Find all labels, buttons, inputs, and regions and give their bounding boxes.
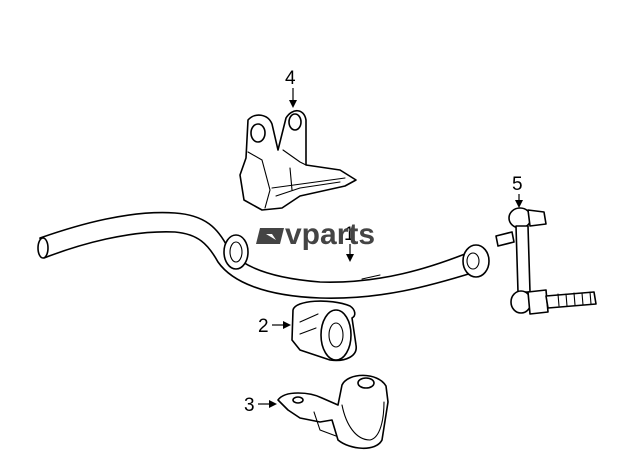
- stabilizer-link: [495, 207, 597, 315]
- bushing-bracket: [277, 374, 389, 450]
- callout-5: 5: [512, 174, 523, 208]
- callout-1-label: 1: [344, 224, 355, 245]
- callout-2-label: 2: [258, 316, 269, 337]
- callout-4: 4: [285, 68, 297, 108]
- watermark: vparts: [256, 218, 375, 251]
- bushing: [291, 300, 357, 362]
- callout-2: 2: [258, 316, 291, 337]
- callout-4-label: 4: [285, 68, 296, 89]
- watermark-text: vparts: [285, 218, 375, 251]
- stabilizer-bar: [37, 211, 490, 299]
- callout-1: 1: [344, 224, 355, 262]
- mounting-bracket: [239, 109, 357, 211]
- callout-5-label: 5: [512, 174, 523, 195]
- evparts-logo-icon: [256, 228, 284, 244]
- callout-3: 3: [244, 395, 277, 416]
- callout-3-label: 3: [244, 395, 255, 416]
